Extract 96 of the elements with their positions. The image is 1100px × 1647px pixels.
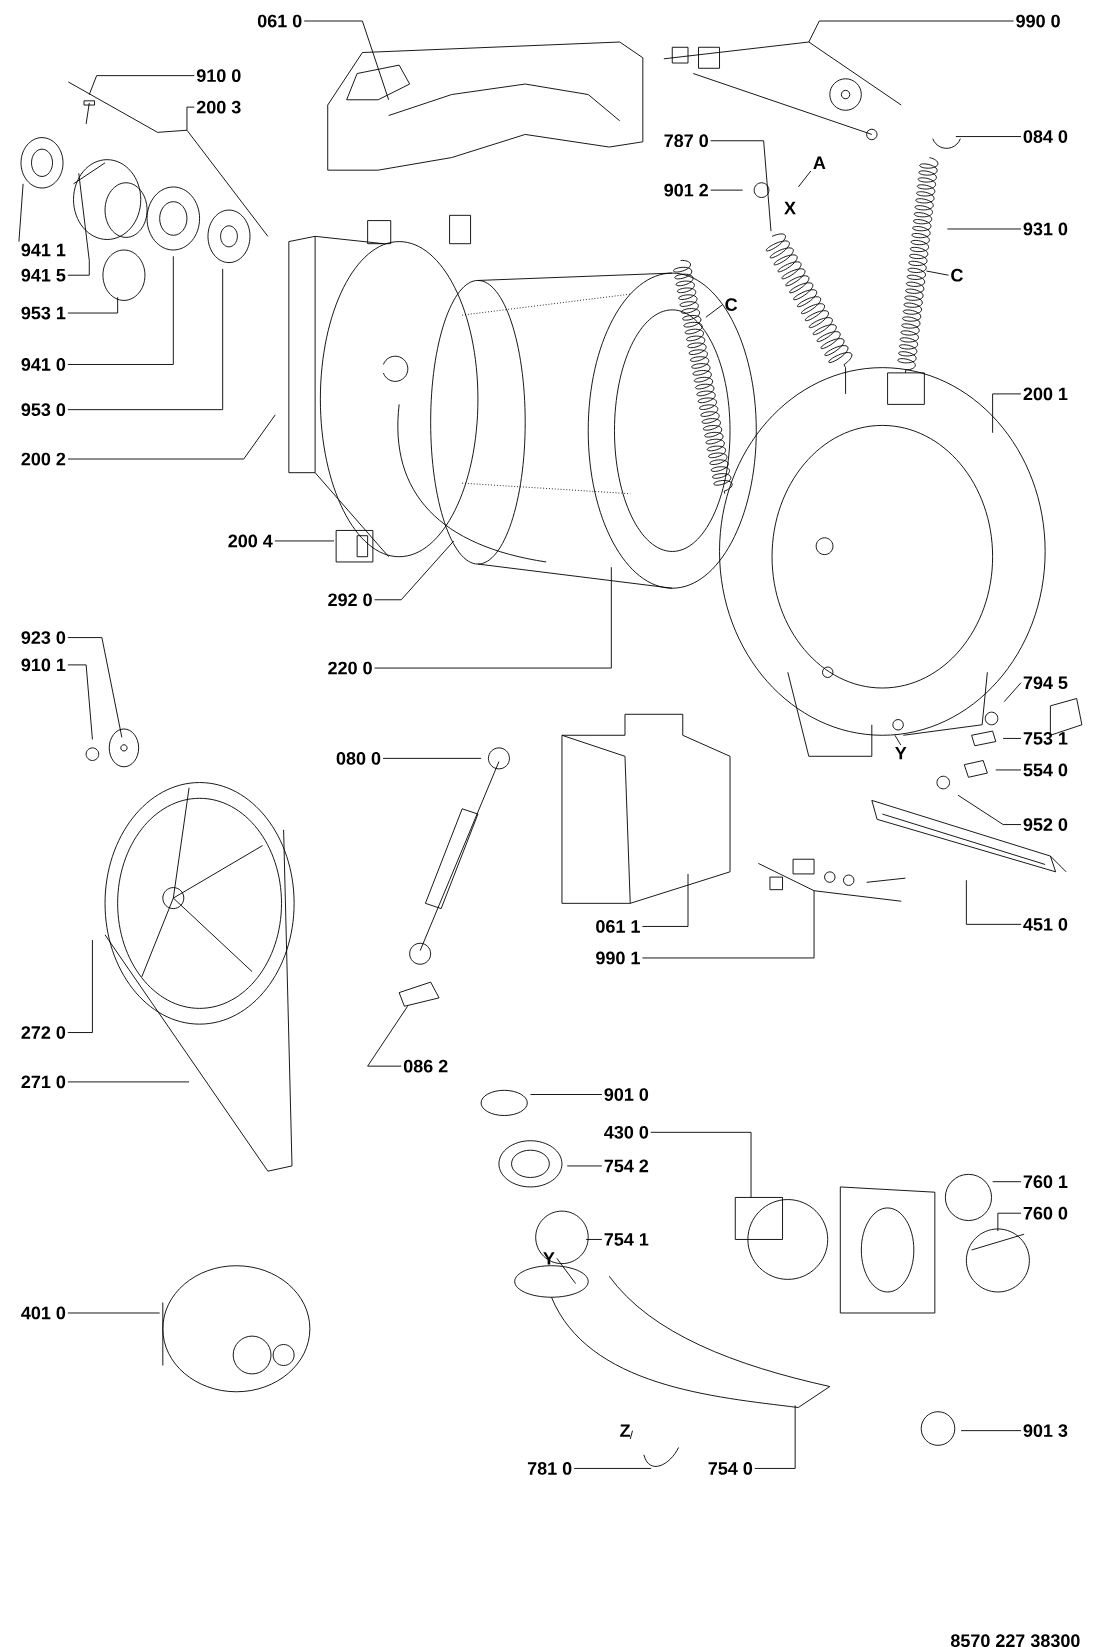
callout-number: 901 0	[604, 1088, 649, 1101]
callout-number: 901 3	[1023, 1424, 1068, 1437]
leader-line	[67, 296, 119, 314]
callout-number: 781 0	[528, 1462, 572, 1475]
callout-number: 952 0	[1023, 818, 1068, 831]
callout-number: 401 0	[21, 1306, 66, 1320]
leader-line	[585, 1239, 603, 1240]
leader-line	[957, 794, 1022, 825]
callout-number: 451 0	[1023, 917, 1068, 931]
leader-line	[797, 170, 812, 188]
callout-number: 271 0	[21, 1075, 66, 1089]
callout-number: Y	[543, 1252, 555, 1265]
callout-number: 910 1	[21, 658, 66, 672]
callout-number: 200 3	[197, 100, 241, 114]
leader-line	[367, 1005, 409, 1067]
leader-line	[1003, 682, 1022, 703]
leader-line	[995, 769, 1022, 771]
callout-number: 760 1	[1023, 1175, 1068, 1189]
callout-number: 923 0	[21, 631, 66, 644]
leader-line	[573, 1468, 652, 1469]
leader-line	[705, 304, 724, 318]
callout-number: 061 1	[596, 920, 641, 933]
leader-line	[642, 862, 902, 959]
leader-line	[566, 1165, 603, 1167]
callout-number: 200 1	[1023, 387, 1068, 401]
leader-line	[966, 879, 1022, 925]
callout-number: 953 0	[21, 403, 66, 417]
callout-number: C	[725, 298, 738, 311]
callout-number: 061 0	[258, 14, 302, 28]
leader-line	[642, 873, 689, 927]
leader-line	[710, 189, 744, 191]
leader-line	[1002, 737, 1022, 739]
callout-number: 941 1	[21, 243, 66, 257]
leader-line	[992, 393, 1022, 434]
callout-number: 292 0	[328, 593, 372, 607]
leader-line	[997, 1212, 1022, 1232]
leader-line	[530, 1094, 603, 1095]
leader-line	[650, 1131, 752, 1198]
callout-number: 430 0	[604, 1125, 649, 1139]
leader-line	[960, 1430, 1022, 1432]
leader-line	[67, 172, 90, 276]
callout-number: 080 0	[336, 752, 381, 765]
leader-line	[947, 228, 1022, 230]
label: X	[784, 201, 796, 215]
leader-line	[556, 1257, 577, 1285]
callout-number: 272 0	[21, 1026, 66, 1039]
leader-line	[67, 664, 93, 740]
callout-number: 787 0	[664, 134, 709, 148]
leader-line	[67, 939, 93, 1033]
callout-number: 990 1	[596, 951, 641, 965]
callout-number: Y	[895, 746, 907, 760]
leader-line	[374, 540, 455, 601]
leader-line	[629, 1430, 634, 1440]
leader-line	[382, 757, 482, 759]
leader-line	[67, 637, 123, 738]
leader-line	[67, 81, 269, 237]
callout-number: 760 0	[1023, 1206, 1068, 1220]
callout-number: 220 0	[328, 661, 372, 675]
callout-number: 941 5	[21, 268, 66, 282]
leader-line	[18, 183, 24, 243]
leader-line	[303, 20, 390, 101]
leader-line	[67, 1081, 190, 1083]
callout-number: C	[951, 268, 964, 282]
callout-number: 754 2	[604, 1159, 649, 1173]
callout-number: 910 0	[197, 69, 241, 82]
callout-number: 200 2	[21, 452, 66, 466]
callout-number: 754 0	[708, 1462, 753, 1475]
leader-line	[67, 414, 276, 460]
callout-number: 554 0	[1023, 763, 1068, 777]
callout-number: Z	[620, 1424, 631, 1437]
leader-line	[374, 566, 612, 669]
leader-line	[710, 140, 772, 232]
callout-number: 086 2	[404, 1059, 448, 1073]
callout-number: 753 1	[1023, 732, 1068, 745]
leader-line	[67, 268, 224, 411]
callout-number: 084 0	[1023, 130, 1068, 143]
leader-line	[754, 1405, 796, 1469]
leader-line	[274, 540, 335, 542]
callout-number: 754 1	[604, 1233, 649, 1246]
leader-line	[955, 136, 1022, 137]
leader-line	[663, 20, 1015, 106]
callout-number: A	[813, 156, 826, 169]
leader-line	[894, 734, 902, 746]
callout-number: 953 1	[21, 306, 66, 320]
leader-line	[926, 270, 950, 276]
leader-line	[88, 75, 195, 95]
leader-line	[67, 255, 174, 365]
callout-number: 931 0	[1023, 222, 1068, 236]
callout-number: 794 5	[1023, 676, 1068, 690]
callout-number: 200 4	[228, 534, 273, 548]
leader-line	[992, 1181, 1022, 1183]
callout-number: 901 2	[664, 183, 709, 197]
label: 8570 227 38300	[951, 1634, 1080, 1647]
callout-number: 941 0	[21, 358, 66, 371]
leader-line	[67, 1312, 161, 1314]
callout-number: 990 0	[1016, 14, 1060, 28]
